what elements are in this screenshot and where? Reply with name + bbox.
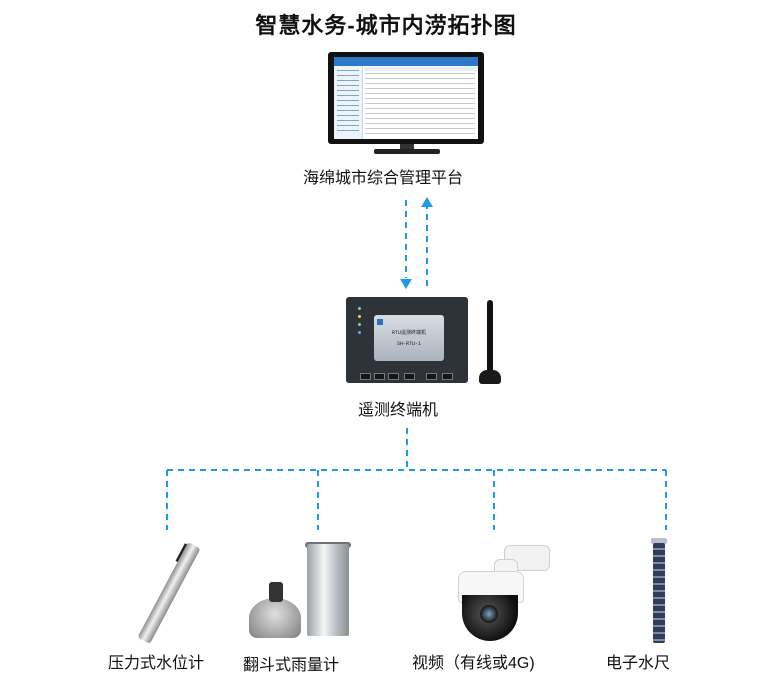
- platform-screen: [334, 57, 478, 139]
- staff-gauge-cap: [651, 538, 667, 544]
- electronic-staff-gauge-icon: [653, 543, 665, 643]
- down-arrow-head: [400, 279, 412, 289]
- tipping-bucket-rain-gauge-icon: [243, 542, 355, 644]
- terminal-label: 遥测终端机: [358, 402, 439, 419]
- device-label-2: 翻斗式雨量计: [243, 657, 340, 674]
- platform-label: 海绵城市综合管理平台: [303, 170, 464, 187]
- device-label-3: 视频（有线或4G): [412, 655, 535, 672]
- device-label-1: 压力式水位计: [108, 655, 205, 672]
- monitor-icon: [328, 52, 486, 156]
- device-label-4: 电子水尺: [606, 655, 671, 672]
- rtu-panel-model: SH-RTU-1: [396, 341, 421, 347]
- rtu-panel-title: RTU遥测终端机: [391, 330, 426, 336]
- antenna-icon: [479, 300, 503, 388]
- rtu-terminal-icon: RTU遥测终端机 SH-RTU-1: [346, 297, 472, 385]
- up-arrow-head: [421, 197, 433, 207]
- diagram-title: 智慧水务-城市内涝拓扑图: [255, 13, 517, 38]
- pressure-water-level-gauge-icon: [120, 541, 220, 645]
- dome-camera-icon: [450, 543, 550, 645]
